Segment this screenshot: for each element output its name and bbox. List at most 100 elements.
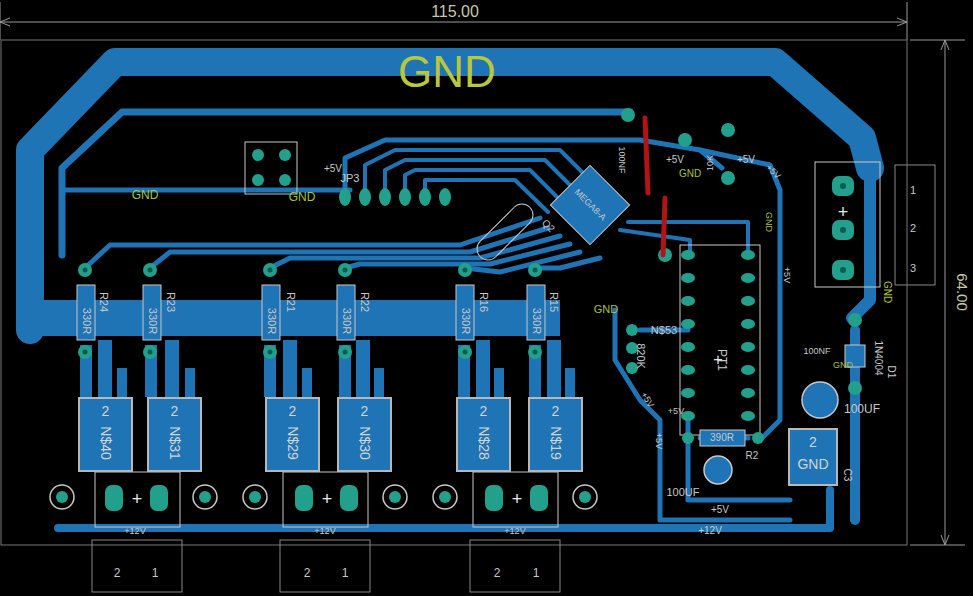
- drill-hole: [83, 268, 88, 273]
- copper-trace: [700, 150, 780, 440]
- pad: [143, 345, 157, 359]
- led-outline: [193, 485, 217, 509]
- pad: [621, 108, 635, 122]
- pad: [741, 296, 755, 306]
- pin-number: 2: [552, 404, 560, 418]
- part-value: 330R: [147, 308, 158, 334]
- part-value: 820K: [635, 343, 646, 369]
- dimension-line: [907, 2, 908, 40]
- net-label: GND: [289, 191, 316, 203]
- part-name: R24: [98, 292, 109, 312]
- part-name: N$28: [477, 426, 491, 459]
- dimension-line: [941, 535, 949, 545]
- pad: [681, 342, 695, 352]
- copper-trace: [345, 140, 722, 196]
- terminal-block: [815, 162, 880, 287]
- mosfet-leg: [98, 340, 112, 397]
- pad: [579, 491, 591, 503]
- pad: [143, 263, 157, 277]
- part-name: JP3: [341, 173, 360, 184]
- pad: [848, 313, 862, 327]
- mosfet-leg: [476, 340, 490, 397]
- mosfet-leg: [165, 340, 179, 397]
- led-outline: [704, 456, 732, 484]
- resistor-symbol: [337, 285, 355, 340]
- drill-hole: [83, 350, 88, 355]
- pad: [199, 491, 211, 503]
- ic-chip: [472, 199, 537, 264]
- drill-hole: [343, 268, 348, 273]
- net-label: +5V: [654, 433, 663, 449]
- pad: [399, 188, 411, 206]
- mosfet-leg: [302, 368, 312, 397]
- pad: [832, 260, 854, 280]
- part-value: 100UF: [666, 487, 699, 498]
- copper-trace: [30, 62, 870, 528]
- drill-hole: [840, 267, 846, 273]
- pad: [78, 263, 92, 277]
- part-name: R21: [285, 292, 296, 312]
- terminal-block: [283, 472, 368, 527]
- pin-number: 1: [533, 567, 540, 579]
- mosfet-leg: [80, 340, 575, 397]
- pad: [741, 411, 755, 421]
- terminal-block: [280, 540, 370, 592]
- pin-number: 2: [809, 435, 817, 449]
- drill-hole: [463, 268, 468, 273]
- led-outline: [802, 382, 838, 418]
- pad: [832, 176, 854, 196]
- pin-number: 2: [114, 567, 121, 579]
- pad: [339, 188, 351, 206]
- drill-hole: [840, 183, 846, 189]
- pad: [56, 491, 68, 503]
- pad: [439, 491, 451, 503]
- dimension-line: [941, 40, 949, 50]
- part-name: D1: [886, 366, 896, 379]
- pad: [681, 250, 695, 260]
- dimension-line: [0, 2, 1, 40]
- copper-trace: [365, 150, 590, 196]
- pad: [252, 149, 264, 161]
- pad: [528, 345, 542, 359]
- resistor-symbol: [456, 285, 474, 340]
- part-name: C3: [842, 469, 852, 482]
- drill-hole: [268, 350, 273, 355]
- mosfet-leg: [547, 340, 561, 397]
- pad: [741, 319, 755, 329]
- part-name: R2: [746, 451, 759, 461]
- dimension-text: 64.00: [955, 273, 970, 311]
- pad: [263, 345, 277, 359]
- pad: [741, 365, 755, 375]
- part-value: 390R: [710, 433, 734, 443]
- pad: [419, 188, 431, 206]
- drill-hole: [148, 268, 153, 273]
- dimension-line: [945, 40, 946, 545]
- pin-number: 1: [910, 185, 916, 196]
- wire-jumper: [645, 118, 648, 193]
- pad: [741, 342, 755, 352]
- regulator-package: 2GND: [788, 428, 838, 486]
- terminal-block: [473, 472, 558, 527]
- mosfet-leg: [117, 368, 127, 397]
- mosfet-package: 2N$19: [528, 397, 583, 472]
- mosfet-leg: [565, 368, 575, 397]
- pin-number: 2: [494, 567, 501, 579]
- part-value: 1N4004: [873, 340, 883, 375]
- pad: [681, 273, 695, 283]
- pin-number: 2: [171, 404, 179, 418]
- mosfet-leg: [374, 368, 384, 397]
- pad: [295, 485, 313, 511]
- part-name: N$31: [168, 426, 182, 459]
- pad: [721, 171, 735, 185]
- led-outline: [50, 485, 74, 509]
- terminal-block: [680, 245, 760, 435]
- pad: [681, 296, 695, 306]
- pad: [389, 491, 401, 503]
- pad: [279, 149, 291, 161]
- pad: [338, 263, 352, 277]
- pin-number: 1: [152, 567, 159, 579]
- net-label: +5V: [639, 391, 655, 410]
- terminal-block: [92, 540, 182, 592]
- part-value: 330R: [266, 308, 277, 334]
- pad: [741, 273, 755, 283]
